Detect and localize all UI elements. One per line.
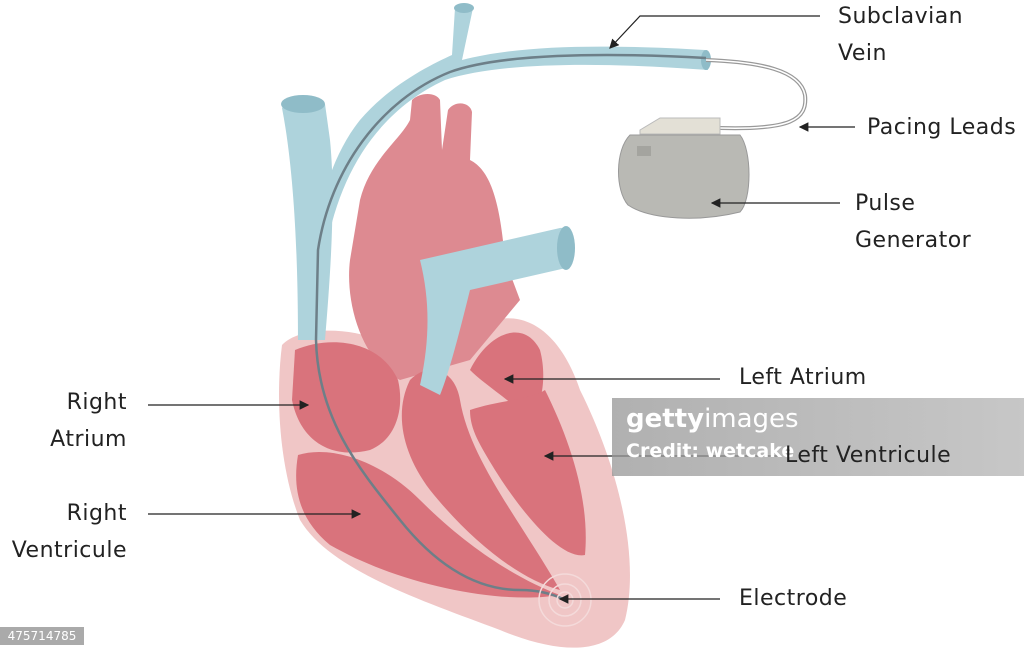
label-line: Right <box>66 390 127 415</box>
external-leads <box>705 58 808 131</box>
label-left-atrium: Left Atrium <box>739 365 867 390</box>
label-line: Ventricule <box>11 538 127 563</box>
label-line: Pulse <box>855 191 916 216</box>
label-right-ventricle: Right Ventricule <box>12 495 127 569</box>
vena-cava-opening <box>281 95 325 113</box>
getty-watermark: gettyimages Credit: wetcake <box>612 398 1024 476</box>
leader-subclavian <box>609 15 820 49</box>
generator-header <box>639 117 721 135</box>
watermark-brand: gettyimages <box>626 404 799 434</box>
pulmonary-vein <box>420 227 573 395</box>
label-line: Right <box>66 501 127 526</box>
pulmonary-opening <box>557 226 575 270</box>
label-line: Generator <box>855 228 972 253</box>
aorta <box>349 94 520 380</box>
label-right-atrium: Right Atrium <box>50 384 127 458</box>
label-left-ventricle: Left Ventricule <box>785 443 952 468</box>
right-ventricle-chamber <box>296 452 560 598</box>
subclavian-vein <box>306 8 708 340</box>
brand-light: images <box>704 404 799 434</box>
label-subclavian-vein: Subclavian Vein <box>838 0 963 72</box>
label-line: Subclavian <box>838 4 964 29</box>
pacing-lead <box>314 53 707 602</box>
watermark-credit: Credit: wetcake <box>626 440 795 462</box>
electrode-rings <box>538 573 592 627</box>
left-ventricle-chamber <box>470 390 586 556</box>
label-pacing-leads: Pacing Leads <box>867 115 1017 140</box>
image-id-badge: 475714785 <box>0 627 84 645</box>
label-pulse-generator: Pulse Generator <box>855 185 971 259</box>
label-line: Atrium <box>50 427 127 452</box>
pulse-generator <box>618 134 750 219</box>
septum <box>401 369 560 590</box>
brand-bold: getty <box>626 404 705 434</box>
label-line: Vein <box>838 41 887 66</box>
label-electrode: Electrode <box>739 586 848 611</box>
